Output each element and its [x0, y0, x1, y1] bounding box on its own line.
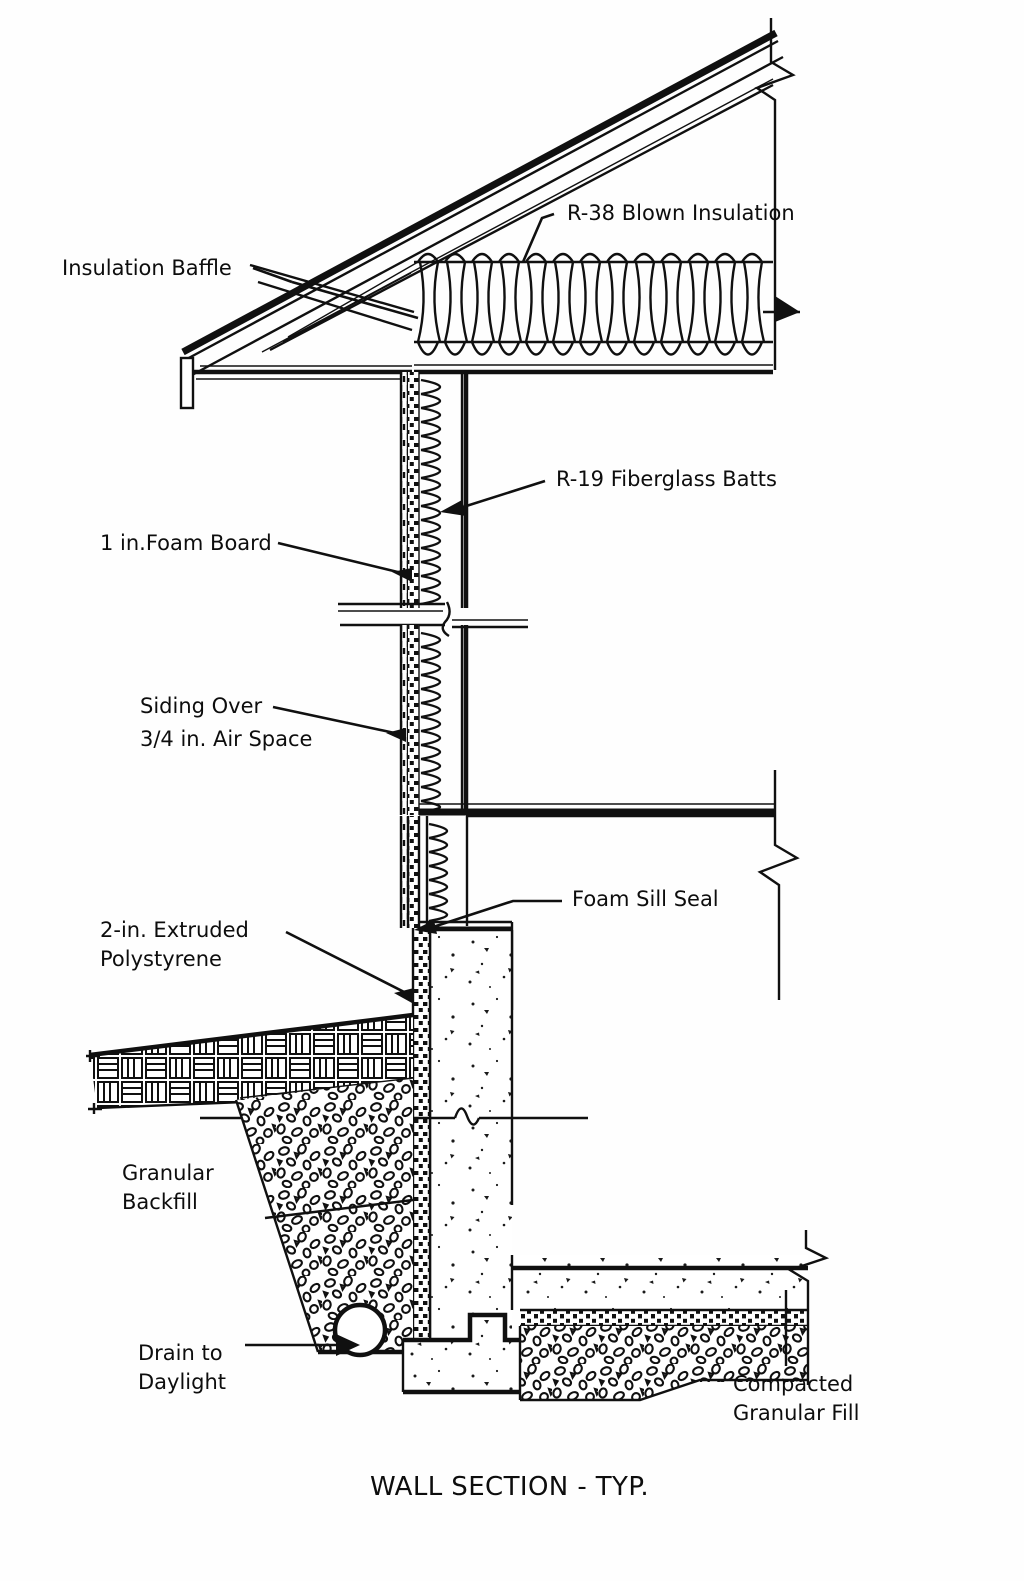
- break-line: [338, 601, 528, 638]
- rim-joist: [419, 803, 775, 818]
- label-insulation-baffle: Insulation Baffle: [62, 256, 232, 280]
- leader-r19: [440, 479, 546, 516]
- label-foam-sill-seal: Foam Sill Seal: [572, 887, 719, 911]
- label-foam-board: 1 in.Foam Board: [100, 531, 272, 555]
- blown-insulation: [414, 252, 773, 375]
- break-arrow-attic: [763, 296, 800, 322]
- leader-drain: [245, 1334, 360, 1356]
- leader-siding: [272, 705, 406, 742]
- foam-board-sheathing: [408, 625, 420, 815]
- break-line: [757, 770, 800, 1000]
- label-r38-blown-insulation: R-38 Blown Insulation: [567, 201, 795, 225]
- roof-rafter: [181, 29, 784, 377]
- label-granular-backfill-line1: Granular: [122, 1161, 214, 1185]
- siding: [399, 625, 410, 815]
- label-granular-backfill-line2: Backfill: [122, 1190, 198, 1214]
- leader-polystyrene: [285, 930, 414, 1003]
- label-extruded-poly-line1: 2-in. Extruded: [100, 918, 249, 942]
- floor-framing: [399, 816, 469, 928]
- label-siding-line2: 3/4 in. Air Space: [140, 727, 312, 751]
- slab: [510, 1255, 808, 1310]
- label-drain-line2: Daylight: [138, 1370, 226, 1394]
- leader-foam-sill-seal: [414, 899, 562, 934]
- label-compacted-line2: Granular Fill: [733, 1401, 859, 1425]
- fiberglass-batts: [420, 625, 464, 815]
- label-drain-line1: Drain to: [138, 1341, 223, 1365]
- compacted-granular-fill: [518, 1326, 808, 1402]
- foam-board-sheathing: [408, 372, 420, 608]
- leader-insulation-baffle: [252, 266, 419, 320]
- drawing-title: WALL SECTION - TYP.: [370, 1472, 649, 1502]
- leader-foam-board: [277, 541, 412, 582]
- foundation-wall: [428, 928, 514, 1340]
- fiberglass-batts: [420, 372, 464, 608]
- label-r19-fiberglass-batts: R-19 Fiberglass Batts: [556, 467, 777, 491]
- fascia-board: [179, 356, 195, 410]
- leader-r38: [521, 212, 555, 263]
- soffit: [193, 365, 412, 380]
- under-slab-insulation: [520, 1308, 808, 1328]
- label-siding-line1: Siding Over: [140, 694, 263, 718]
- label-compacted-line1: Compacted: [733, 1372, 853, 1396]
- break-line: [787, 1230, 830, 1385]
- label-extruded-poly-line2: Polystyrene: [100, 947, 222, 971]
- extruded-polystyrene: [411, 928, 432, 1348]
- granular-backfill: [234, 1077, 414, 1355]
- break-line: [754, 18, 796, 370]
